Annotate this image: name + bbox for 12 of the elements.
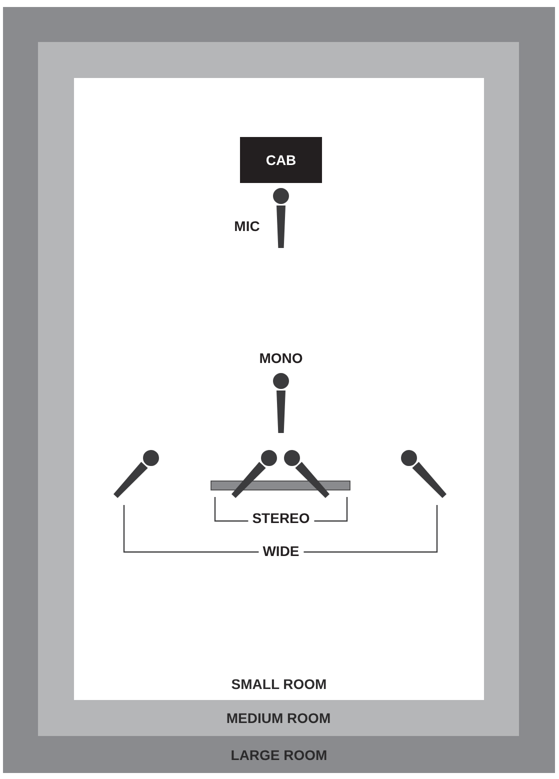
room-label: LARGE ROOM [230,746,328,764]
room-area [3,7,555,773]
room-label: SMALL ROOM [230,675,328,694]
setup-label: WIDE [258,543,304,559]
room-area [74,78,484,700]
setup-label: STEREO [248,510,314,526]
setup-label: MIC [233,218,261,234]
cabinet-box [240,137,322,183]
room-area [38,42,519,736]
cabinet-label: CAB [264,151,298,170]
room-label: MEDIUM ROOM [225,709,332,728]
setup-label: MONO [258,350,304,366]
